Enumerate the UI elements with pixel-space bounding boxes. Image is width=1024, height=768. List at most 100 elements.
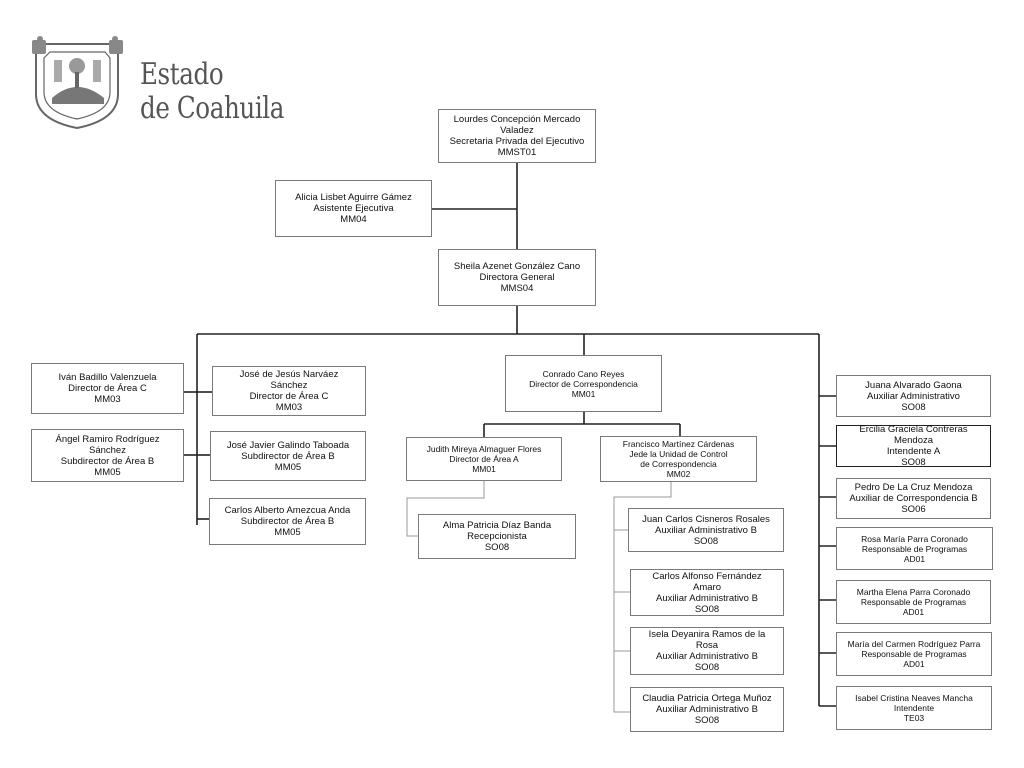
org-box-ercilia-graciela: Ercilia Graciela Contreras Mendoza Inten… <box>836 424 991 468</box>
person-name: Alma Patricia Díaz Banda <box>442 520 552 531</box>
position-title: Asistente Ejecutiva <box>313 203 394 214</box>
position-title: Recepcionista <box>467 531 527 542</box>
org-box-directora-general: Sheila Azenet González Cano Directora Ge… <box>438 249 596 306</box>
position-code: SO08 <box>694 662 720 673</box>
org-box-pedro-de-la-cruz: Pedro De La Cruz Mendoza Auxiliar de Cor… <box>836 478 991 519</box>
org-box-martha-elena: Martha Elena Parra Coronado Responsable … <box>836 580 991 624</box>
position-title: Auxiliar Administrativo <box>867 390 960 402</box>
person-name: Martha Elena Parra Coronado <box>856 587 971 597</box>
org-box-isela-deyanira: Isela Deyanira Ramos de la Rosa Auxiliar… <box>630 627 784 675</box>
person-name: Carlos Alberto Amezcua Anda <box>224 505 351 516</box>
position-title: Auxiliar Administrativo B <box>656 592 758 604</box>
person-name: Francisco Martínez Cárdenas <box>622 439 735 449</box>
position-code: SO06 <box>901 504 926 515</box>
position-code: MMST01 <box>497 147 537 158</box>
person-name: José de Jesús Narváez <box>239 369 339 380</box>
position-title-cont: de Correspondencia <box>640 459 717 469</box>
person-name-cont: Sánchez <box>89 444 126 456</box>
person-name: Carlos Alfonso Fernández <box>652 570 762 582</box>
org-box-secretaria-privada: Lourdes Concepción Mercado Valadez Secre… <box>438 109 596 163</box>
org-box-ivan-badillo: Iván Badillo Valenzuela Director de Área… <box>31 363 184 414</box>
person-name: Sheila Azenet González Cano <box>453 261 581 272</box>
org-box-rosa-maria: Rosa María Parra Coronado Responsable de… <box>836 527 993 570</box>
position-code: AD01 <box>902 607 925 617</box>
org-box-claudia-patricia: Claudia Patricia Ortega Muñoz Auxiliar A… <box>630 687 784 732</box>
position-code: MM03 <box>94 394 121 405</box>
org-box-carlos-amezcua: Carlos Alberto Amezcua Anda Subdirector … <box>209 498 366 545</box>
position-code: AD01 <box>903 659 925 669</box>
position-title: Intendente <box>893 703 935 713</box>
person-name: Rosa María Parra Coronado <box>861 533 968 544</box>
position-title: Secretaria Privada del Ejecutivo <box>449 136 585 147</box>
position-code: SO08 <box>901 401 926 413</box>
position-title: Responsable de Programas <box>861 649 967 659</box>
person-name: Claudia Patricia Ortega Muñoz <box>642 693 772 704</box>
position-code: SO08 <box>694 603 720 615</box>
position-code: MM01 <box>571 388 596 399</box>
person-name: Conrado Cano Reyes <box>542 368 625 379</box>
person-name: Isela Deyanira Ramos de la <box>648 629 766 640</box>
position-code: SO08 <box>693 535 719 547</box>
person-name: Ángel Ramiro Rodríguez <box>55 433 160 445</box>
person-name-cont: Amaro <box>693 581 721 593</box>
person-name: Iván Badillo Valenzuela <box>58 372 157 383</box>
person-name: Juana Alvarado Gaona <box>865 379 962 391</box>
position-title: Intendente A <box>886 446 941 457</box>
org-box-judith-mireya: Judith Mireya Almaguer Flores Director d… <box>406 437 562 481</box>
org-box-asistente-ejecutiva: Alicia Lisbet Aguirre Gámez Asistente Ej… <box>275 180 432 237</box>
position-code: MMS04 <box>500 283 534 294</box>
position-code: MM04 <box>340 214 367 225</box>
person-name: Juan Carlos Cisneros Rosales <box>642 513 770 525</box>
position-code: SO08 <box>694 715 720 726</box>
person-name: Pedro De La Cruz Mendoza <box>854 482 973 493</box>
position-code: AD01 <box>903 553 926 564</box>
person-name-cont: Valadez <box>500 125 534 136</box>
person-name-cont: Sánchez <box>270 380 308 391</box>
position-title: Director de Área C <box>249 391 329 402</box>
brand-line-2: de Coahuila <box>140 91 285 126</box>
position-title: Director de Área C <box>68 383 147 394</box>
person-name: Alicia Lisbet Aguirre Gámez <box>295 192 412 203</box>
position-title: Auxiliar Administrativo B <box>656 704 758 715</box>
org-box-jose-javier: José Javier Galindo Taboada Subdirector … <box>210 431 366 481</box>
org-box-conrado-cano: Conrado Cano Reyes Director de Correspon… <box>505 355 662 412</box>
person-name: Isabel Cristina Neaves Mancha <box>855 693 973 703</box>
position-title: Directora General <box>479 272 555 283</box>
person-name: Ercilia Graciela Contreras Mendoza <box>859 424 968 446</box>
org-box-francisco-martinez: Francisco Martínez Cárdenas Jede la Unid… <box>600 436 757 482</box>
position-code: MM01 <box>472 464 496 474</box>
position-title: Responsable de Programas <box>861 543 968 554</box>
position-code: TE03 <box>903 713 925 723</box>
position-code: MM05 <box>274 461 302 473</box>
position-code: MM02 <box>666 469 691 479</box>
org-box-isabel-cristina: Isabel Cristina Neaves Mancha Intendente… <box>836 686 992 730</box>
position-title: Auxiliar de Correspondencia B <box>849 493 978 504</box>
position-title: Jede la Unidad de Control <box>629 449 728 459</box>
person-name: Lourdes Concepción Mercado <box>453 114 581 125</box>
position-code: MM05 <box>94 466 121 478</box>
position-title: Subdirector de Área B <box>60 455 155 467</box>
position-code: SO08 <box>484 542 510 553</box>
coahuila-seal-icon <box>32 36 123 130</box>
org-box-jose-de-jesus: José de Jesús Narváez Sánchez Director d… <box>212 366 366 416</box>
org-box-angel-ramiro: Ángel Ramiro Rodríguez Sánchez Subdirect… <box>31 429 184 482</box>
org-box-juana-alvarado: Juana Alvarado Gaona Auxiliar Administra… <box>836 375 991 417</box>
person-name-cont: Rosa <box>695 640 719 651</box>
position-title: Subdirector de Área B <box>240 516 335 527</box>
org-box-carlos-fernandez: Carlos Alfonso Fernández Amaro Auxiliar … <box>630 569 784 616</box>
brand-line-1: Estado <box>140 57 224 92</box>
position-title: Director de Área A <box>449 454 519 464</box>
position-title: Auxiliar Administrativo B <box>655 524 757 536</box>
brand-title: Estado de Coahuila <box>140 58 284 126</box>
position-title: Director de Correspondencia <box>529 378 638 389</box>
person-name: María del Carmen Rodríguez Parra <box>847 639 981 649</box>
position-code: MM03 <box>275 402 303 413</box>
person-name: Judith Mireya Almaguer Flores <box>426 444 542 454</box>
org-box-maria-del-carmen: María del Carmen Rodríguez Parra Respons… <box>836 632 992 676</box>
position-code: SO08 <box>901 457 926 468</box>
person-name: José Javier Galindo Taboada <box>226 439 350 451</box>
position-title: Auxiliar Administrativo B <box>656 651 758 662</box>
position-title: Responsable de Programas <box>860 597 967 607</box>
org-box-alma-patricia: Alma Patricia Díaz Banda Recepcionista S… <box>418 514 576 559</box>
